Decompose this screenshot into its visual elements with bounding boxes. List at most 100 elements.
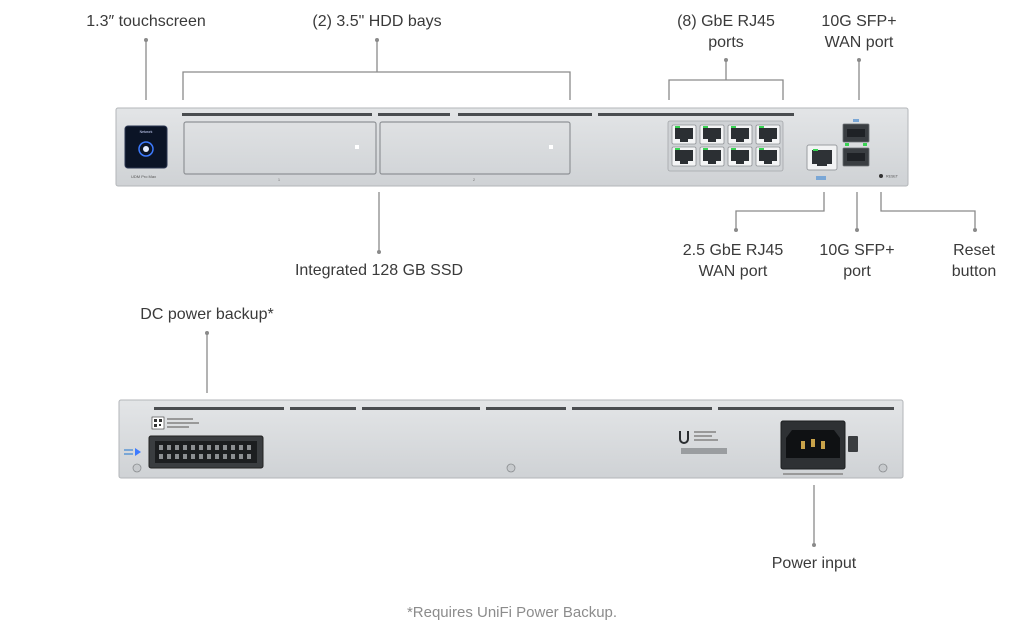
sfp-port[interactable] bbox=[842, 147, 870, 167]
gbe-port-block bbox=[667, 120, 784, 172]
ubiquiti-u-logo-icon bbox=[679, 431, 689, 444]
gbe-ports-label-line1: (8) GbE RJ45 bbox=[677, 13, 775, 30]
sfp-led bbox=[863, 143, 867, 146]
vent-slot bbox=[458, 113, 592, 116]
power-latch bbox=[848, 436, 858, 452]
screw-icon bbox=[506, 463, 516, 473]
connector-pin bbox=[159, 454, 163, 459]
vent-slot bbox=[572, 407, 712, 410]
bay-led bbox=[355, 145, 359, 149]
rj45-port[interactable] bbox=[755, 124, 781, 145]
rear-panel bbox=[118, 399, 904, 479]
connector-pin bbox=[175, 454, 179, 459]
front-panel: Network UDM Pro Max 1 2 bbox=[115, 107, 909, 187]
connector-pin bbox=[223, 454, 227, 459]
hdd-bays-label: (2) 3.5" HDD bays bbox=[277, 11, 477, 32]
gbe-ports-label: (8) GbE RJ45 ports bbox=[656, 11, 796, 53]
sfp-port-label-line1: 10G SFP+ bbox=[819, 242, 895, 259]
label-text-line bbox=[694, 431, 716, 433]
dc-backup-connector[interactable] bbox=[148, 435, 264, 469]
vent-slot bbox=[486, 407, 566, 410]
rj45-port[interactable] bbox=[755, 146, 781, 167]
sfp-wan-label: 10G SFP+ WAN port bbox=[799, 11, 919, 53]
connector-pin bbox=[215, 454, 219, 459]
hdd-bays-label-text: (2) 3.5" HDD bays bbox=[312, 13, 442, 30]
connector-pin bbox=[175, 445, 179, 450]
footnote: *Requires UniFi Power Backup. bbox=[406, 604, 618, 621]
connector-pin bbox=[159, 445, 163, 450]
screen-text: Network bbox=[140, 130, 153, 134]
rj45-port[interactable] bbox=[699, 146, 725, 167]
vent-slot bbox=[182, 113, 372, 116]
power-input-socket[interactable] bbox=[780, 420, 846, 470]
wan-25-label-line2: WAN port bbox=[698, 263, 768, 280]
reset-button[interactable] bbox=[879, 174, 883, 178]
label-text-line bbox=[124, 453, 133, 455]
vent-slot bbox=[598, 113, 794, 116]
port-led bbox=[759, 148, 764, 150]
dc-backup-label-text: DC power backup* bbox=[140, 306, 274, 323]
reset-label-line1: Reset bbox=[953, 242, 995, 259]
dc-backup-label: DC power backup* bbox=[117, 304, 297, 325]
vent-slot bbox=[718, 407, 894, 410]
connector-pin bbox=[167, 454, 171, 459]
screw-icon bbox=[878, 463, 888, 473]
vent-slot bbox=[378, 113, 450, 116]
connector-pin bbox=[231, 445, 235, 450]
label-text-line bbox=[167, 418, 193, 420]
label-text-line bbox=[694, 435, 712, 437]
front-leaders bbox=[144, 38, 977, 254]
sfp-wan-port[interactable] bbox=[842, 123, 870, 143]
hdd-bay-1[interactable] bbox=[183, 121, 377, 175]
ssd-label: Integrated 128 GB SSD bbox=[269, 260, 489, 281]
model-label: UDM Pro Max bbox=[131, 174, 156, 179]
connector-pin bbox=[247, 454, 251, 459]
port-led bbox=[675, 148, 680, 150]
rj45-port[interactable] bbox=[671, 124, 697, 145]
label-text-line bbox=[124, 449, 133, 451]
connector-pin bbox=[191, 445, 195, 450]
port-led bbox=[759, 126, 764, 128]
rj45-port[interactable] bbox=[727, 124, 753, 145]
connector-pin bbox=[207, 454, 211, 459]
connector-pin bbox=[191, 454, 195, 459]
vent-slot bbox=[362, 407, 480, 410]
touchscreen-label: 1.3″ touchscreen bbox=[66, 11, 226, 32]
vent-slot bbox=[154, 407, 284, 410]
sfp-wan-label-line2: WAN port bbox=[824, 34, 894, 51]
connector-pin bbox=[167, 445, 171, 450]
connector-pin bbox=[231, 454, 235, 459]
label-text-line bbox=[167, 426, 189, 428]
rj45-port[interactable] bbox=[671, 146, 697, 167]
arrow-icon bbox=[135, 448, 141, 456]
port-led bbox=[703, 126, 708, 128]
touchscreen-label-text: 1.3″ touchscreen bbox=[86, 13, 206, 30]
rj45-port[interactable] bbox=[727, 146, 753, 167]
rj45-port[interactable] bbox=[699, 124, 725, 145]
connector-pin bbox=[183, 445, 187, 450]
bay-led bbox=[549, 145, 553, 149]
touchscreen[interactable]: Network bbox=[124, 125, 168, 169]
power-input-label: Power input bbox=[744, 553, 884, 574]
rear-leaders bbox=[205, 331, 816, 547]
label-text-line bbox=[694, 439, 718, 441]
reset-label: Reset button bbox=[934, 240, 1014, 282]
compliance-marks bbox=[681, 448, 727, 454]
screw-icon bbox=[132, 463, 142, 473]
ring-icon bbox=[138, 141, 154, 157]
port-led bbox=[731, 126, 736, 128]
connector-pin bbox=[239, 454, 243, 459]
gbe-ports-label-line2: ports bbox=[708, 34, 744, 51]
connector-pin bbox=[223, 445, 227, 450]
ssd-label-text: Integrated 128 GB SSD bbox=[294, 262, 464, 279]
hdd-bay-2[interactable] bbox=[379, 121, 571, 175]
connector-pin bbox=[199, 454, 203, 459]
sfp-led bbox=[845, 143, 849, 146]
connector-pin bbox=[239, 445, 243, 450]
wan-25-port[interactable] bbox=[806, 144, 838, 171]
bay-number: 2 bbox=[473, 177, 476, 182]
wan-25-label-line1: 2.5 GbE RJ45 bbox=[682, 242, 784, 259]
connector-pin bbox=[215, 445, 219, 450]
label-text-line bbox=[783, 473, 843, 475]
